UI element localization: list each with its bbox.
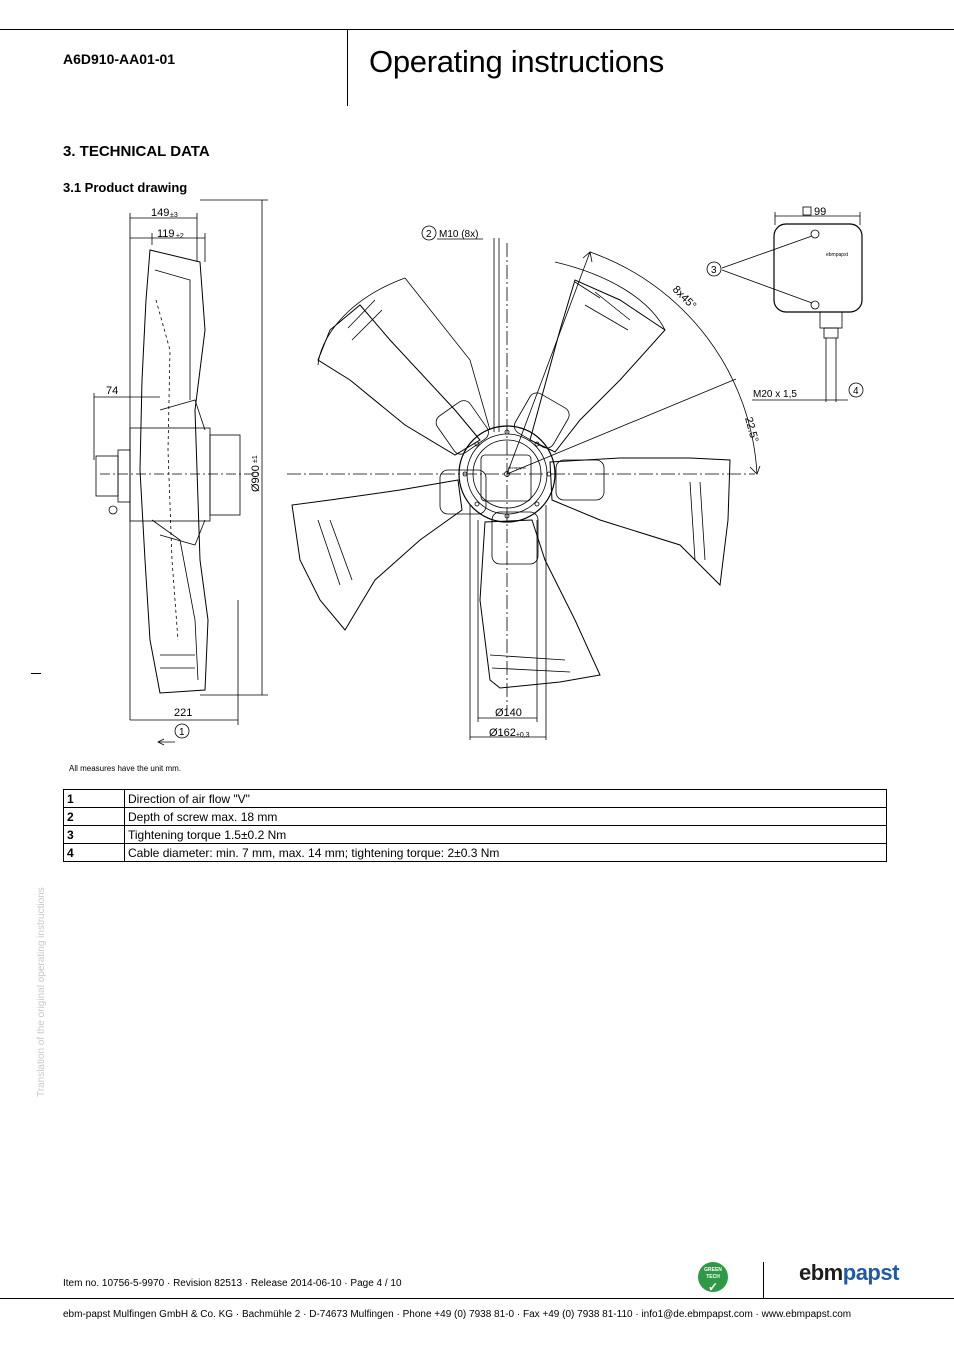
note-text: Tightening torque 1.5±0.2 Nm: [124, 825, 887, 844]
callout-2: 2: [426, 229, 432, 240]
unit-note: All measures have the unit mm.: [69, 764, 182, 773]
subsection-title: 3.1 Product drawing: [63, 180, 188, 195]
dim-221: 221: [174, 707, 192, 719]
m20-label: M20 x 1,5: [753, 389, 797, 400]
front-view: [287, 238, 761, 740]
table-row: 1 Direction of air flow "V": [63, 789, 887, 808]
note-text: Direction of air flow "V": [124, 789, 887, 808]
notes-table: 1 Direction of air flow "V" 2 Depth of s…: [63, 789, 887, 862]
side-view: [93, 199, 863, 746]
angle-22-5: 22.5°: [742, 416, 760, 444]
note-text: Depth of screw max. 18 mm: [124, 807, 887, 826]
header-top-rule: [0, 29, 954, 30]
note-number: 2: [63, 807, 125, 826]
dim-74: 74: [106, 385, 118, 397]
tol-119: ±2: [176, 233, 184, 240]
box-99: 99: [814, 206, 826, 218]
page-title: Operating instructions: [369, 44, 664, 79]
note-number: 4: [63, 843, 125, 862]
badge-text-2: TECH: [706, 1274, 720, 1280]
logo-papst: papst: [842, 1260, 900, 1285]
dim-119: 119: [157, 228, 175, 240]
table-row: 3 Tightening torque 1.5±0.2 Nm: [63, 825, 887, 844]
m10-label: M10 (8x): [439, 229, 478, 240]
section-title: 3. TECHNICAL DATA: [63, 143, 210, 160]
item-number-line: Item no. 10756-5-9970 · Revision 82513 ·…: [63, 1278, 402, 1289]
model-number: A6D910-AA01-01: [63, 51, 176, 67]
header-divider: [347, 29, 348, 106]
table-row: 4 Cable diameter: min. 7 mm, max. 14 mm;…: [63, 843, 887, 862]
dim-900: Ø900: [250, 465, 262, 492]
company-footer: ebm-papst Mulfingen GmbH & Co. KG · Bach…: [63, 1309, 852, 1320]
footer-rule: [0, 1298, 954, 1299]
side-translation-note: Translation of the original operating in…: [36, 887, 47, 1097]
callout-4: 4: [853, 386, 859, 397]
note-text: Cable diameter: min. 7 mm, max. 14 mm; t…: [124, 843, 887, 862]
note-number: 1: [63, 789, 125, 808]
hub-logo: ebmpapst: [508, 465, 526, 470]
terminal-box-view: [721, 206, 863, 402]
dim-162: Ø162: [489, 727, 516, 739]
tol-900: ±1: [252, 455, 259, 463]
tol-149: ±3: [170, 212, 178, 219]
callout-3: 3: [711, 265, 717, 276]
greentech-badge-icon: GREEN TECH ✓: [698, 1262, 728, 1294]
angle-8x45: 8x45°: [670, 284, 698, 312]
badge-text-1: GREEN: [704, 1267, 722, 1273]
note-number: 3: [63, 825, 125, 844]
footer-logo-divider: [763, 1262, 764, 1298]
checkmark-icon: ✓: [707, 1280, 719, 1294]
table-row: 2 Depth of screw max. 18 mm: [63, 807, 887, 826]
dim-140: Ø140: [495, 707, 522, 719]
margin-tick: [31, 673, 41, 674]
ebmpapst-logo: ebmpapst: [799, 1260, 899, 1286]
product-drawing: 149 ±3 119 ±2 74 Ø900 ±1 221 1 2 M10 (8x…: [93, 199, 864, 746]
terminal-box-logo: ebmpapst: [826, 252, 849, 258]
logo-ebm: ebm: [799, 1260, 843, 1285]
callout-1: 1: [179, 727, 185, 738]
dim-149: 149: [151, 207, 169, 219]
tol-162: ±0,3: [516, 732, 530, 739]
